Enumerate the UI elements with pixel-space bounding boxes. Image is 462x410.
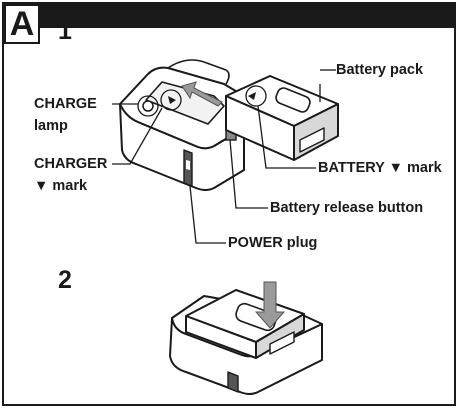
- section-badge: A: [4, 4, 40, 44]
- charger-step1: [119, 59, 245, 191]
- charger-mark-label-line2: ▼ mark: [34, 178, 88, 194]
- leader-lines: [112, 69, 336, 244]
- release-button-label: Battery release button: [270, 200, 424, 216]
- section-banner: [2, 2, 456, 28]
- battery-mark-callout-circle: [245, 85, 267, 107]
- charge-lamp-marker: [142, 100, 154, 112]
- step-2-number: 2: [58, 266, 72, 294]
- charge-lamp-label-line2: lamp: [34, 118, 68, 134]
- power-plug-label: POWER plug: [228, 235, 318, 251]
- battery-pack-label: Battery pack: [336, 62, 424, 78]
- charge-lamp-label-line1: CHARGE: [34, 96, 97, 112]
- section-letter: A: [9, 5, 35, 43]
- battery-pack-step1: [225, 75, 339, 161]
- charger-mark-label-line1: CHARGER: [34, 156, 108, 172]
- step-1-number: 1: [58, 17, 72, 45]
- insert-arrow-icon: [181, 81, 223, 107]
- charger-mark-callout-circle: [160, 89, 182, 111]
- battery-pack-step2: [185, 289, 305, 359]
- push-down-arrow-icon: [254, 281, 286, 329]
- charge-lamp-callout-circle: [137, 95, 159, 117]
- charger-mark-triangle: [168, 96, 176, 104]
- battery-mark-label: BATTERY ▼ mark: [318, 160, 442, 176]
